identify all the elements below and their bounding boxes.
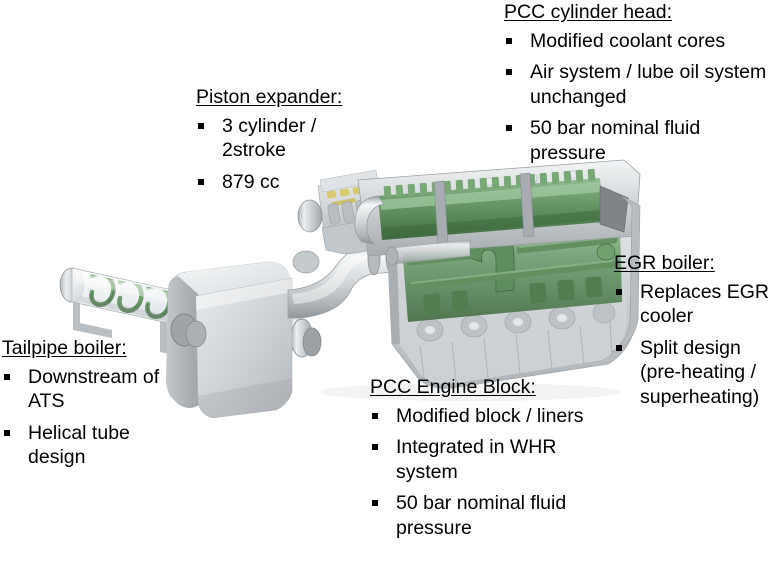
bullet-item: 50 bar nominal fluid pressure (370, 491, 602, 540)
exhaust-pipe-body (287, 241, 393, 319)
square-bullet-icon (372, 500, 378, 507)
ats-box (166, 261, 293, 419)
egr-port (596, 243, 616, 261)
engine-block-boss-bores (425, 314, 567, 334)
square-bullet-icon (506, 125, 512, 132)
bullet-item: Replaces EGR cooler (614, 280, 774, 329)
bullet-text: 3 cylinder / 2stroke (222, 115, 317, 162)
cylinder-head-outlet-cone (599, 185, 629, 233)
callout-pcc-cylinder-head: PCC cylinder head: Modified coolant core… (504, 1, 770, 165)
bullet-text: Integrated in WHR system (396, 436, 557, 483)
square-bullet-icon (198, 178, 204, 185)
bullet-text: 50 bar nominal fluid pressure (396, 492, 567, 539)
callout-title-pcc-cylinder-head: PCC cylinder head: (504, 1, 672, 23)
ats-box-top-bevel (186, 262, 292, 300)
egr-detail-blocks (423, 276, 603, 315)
bullet-text: 50 bar nominal fluid pressure (530, 117, 701, 164)
square-bullet-icon (4, 374, 10, 380)
bullet-item: 50 bar nominal fluid pressure (504, 116, 770, 165)
bullet-text: Modified block / liners (396, 405, 584, 427)
callout-title-piston-expander: Piston expander: (196, 86, 343, 108)
bullet-text: Helical tube design (28, 421, 130, 469)
bullet-text: Downstream of ATS (28, 366, 160, 413)
pcc-cylinder-head (354, 159, 641, 257)
cylinder-head-inlet-pipe (354, 195, 385, 245)
callout-piston-expander: Piston expander: 3 cylinder / 2stroke 87… (196, 86, 366, 194)
cylinder-head-clamps (433, 172, 535, 246)
bullet-text: 879 cc (222, 170, 280, 193)
exhaust-pipe-highlight (292, 248, 390, 304)
bullet-item: Helical tube design (2, 421, 167, 470)
square-bullet-icon (198, 123, 204, 129)
callout-tailpipe-boiler: Tailpipe boiler: Downstream of ATS Helic… (2, 337, 167, 470)
expander-side-flange (297, 199, 323, 233)
callout-bullets-pcc-engine-block: Modified block / liners Integrated in WH… (370, 404, 602, 540)
callout-bullets-tailpipe-boiler: Downstream of ATS Helical tube design (2, 365, 167, 470)
bullet-text: Replaces EGR cooler (640, 281, 769, 328)
ats-box-front-face (195, 277, 293, 419)
ats-box-top-highlight (196, 278, 292, 310)
callout-title-egr-boiler: EGR boiler: (614, 252, 715, 274)
square-bullet-icon (506, 69, 512, 76)
bullet-item: Air system / lube oil system unchanged (504, 60, 770, 109)
engine-right-mount-plate (610, 195, 641, 353)
bullet-item: 3 cylinder / 2stroke (196, 114, 366, 163)
boiler-outlet-nozzle (302, 327, 322, 357)
front-pipe-a-flange (385, 246, 399, 266)
pcc-engine-assembly (354, 159, 641, 389)
callout-bullets-piston-expander: 3 cylinder / 2stroke 879 cc (196, 114, 366, 194)
bullet-item: Split design (pre-heating / superheating… (614, 336, 774, 409)
ats-box-inlet-boss (185, 320, 207, 348)
callout-title-tailpipe-boiler: Tailpipe boiler: (2, 337, 127, 359)
callout-bullets-egr-boiler: Replaces EGR cooler Split design (pre-he… (614, 280, 774, 409)
boiler-support-leg-left (73, 300, 112, 338)
callout-egr-boiler: EGR boiler: Replaces EGR cooler Split de… (614, 252, 774, 409)
bullet-item: 879 cc (196, 170, 366, 194)
square-bullet-icon (616, 289, 622, 295)
coolant-core-ribs (383, 168, 596, 199)
ground-shadow (320, 383, 620, 401)
square-bullet-icon (4, 429, 10, 436)
engine-front-pipework (385, 239, 471, 266)
callout-pcc-engine-block: PCC Engine Block: Modified block / liner… (370, 376, 602, 540)
callout-bullets-pcc-cylinder-head: Modified coolant cores Air system / lube… (504, 29, 770, 165)
square-bullet-icon (372, 444, 378, 451)
callout-title-pcc-engine-block: PCC Engine Block: (370, 376, 536, 398)
bullet-item: Downstream of ATS (2, 365, 167, 414)
square-bullet-icon (616, 344, 622, 351)
square-bullet-icon (506, 38, 512, 44)
bullet-text: Air system / lube oil system unchanged (530, 61, 767, 108)
bullet-item: Modified coolant cores (504, 29, 770, 53)
expander-lower-boss (292, 250, 320, 274)
bullet-text: Modified coolant cores (530, 30, 726, 52)
bullet-item: Modified block / liners (370, 404, 602, 428)
bullet-item: Integrated in WHR system (370, 435, 602, 484)
bullet-text: Split design (pre-heating / superheating… (640, 336, 760, 408)
engine-block-ribs (419, 320, 613, 383)
square-bullet-icon (372, 413, 378, 419)
ats-box-bottom-shade (198, 378, 292, 418)
